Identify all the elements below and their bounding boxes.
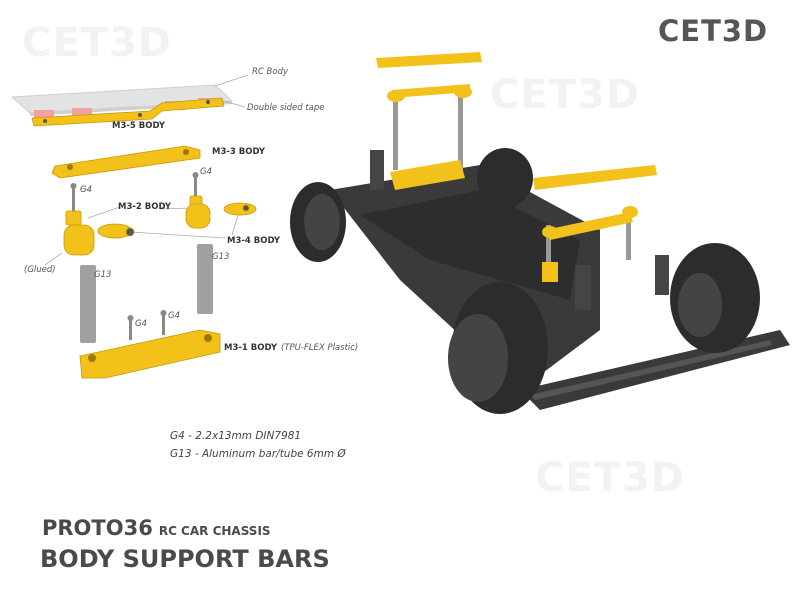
g4-screws (70, 172, 199, 340)
m3-3-body-part (51, 145, 201, 179)
legend-g4: G4 - 2.2x13mm DIN7981 (170, 430, 302, 442)
label-m3-4-body: M3-4 BODY (227, 236, 281, 246)
label-g4-base-right: G4 (168, 311, 180, 321)
label-m3-3-body: M3-3 BODY (212, 147, 266, 157)
m3-1-body-part (79, 329, 221, 379)
page-title: BODY SUPPORT BARS (40, 545, 330, 573)
watermark-bottom: CET3D (535, 455, 685, 501)
product-name: PROTO36 (42, 516, 153, 540)
label-g4-right: G4 (200, 167, 212, 177)
label-g13-right: G13 (212, 252, 230, 262)
label-g4-base-left: G4 (135, 319, 147, 329)
m3-4-body-part (97, 202, 257, 239)
label-m3-2-body: M3-2 BODY (118, 202, 172, 212)
product-subtitle: RC CAR CHASSIS (158, 524, 271, 538)
rc-chassis-assembly (290, 52, 790, 414)
label-m3-1-body: M3-1 BODY (224, 343, 278, 353)
label-g4-left: G4 (80, 185, 92, 195)
label-glued: (Glued) (24, 265, 56, 275)
watermark-top-left: CET3D (22, 20, 172, 66)
watermark-center: CET3D (490, 72, 640, 118)
leader-lines (44, 74, 249, 266)
legend-g13: G13 - Aluminum bar/tube 6mm Ø (170, 448, 346, 460)
label-m3-1-material: (TPU-FLEX Plastic) (281, 343, 359, 353)
label-double-sided-tape: Double sided tape (247, 103, 325, 113)
m3-5-body-part (31, 97, 225, 127)
label-m3-5-body: M3-5 BODY (112, 121, 166, 131)
g13-aluminum-bars (80, 244, 213, 343)
label-g13-left: G13 (94, 270, 112, 280)
brand-logo: CET3D (658, 14, 769, 48)
label-rc-body: RC Body (252, 67, 289, 77)
product-title: PROTO36 RC CAR CHASSIS (42, 516, 271, 540)
m3-2-body-part (63, 195, 211, 256)
